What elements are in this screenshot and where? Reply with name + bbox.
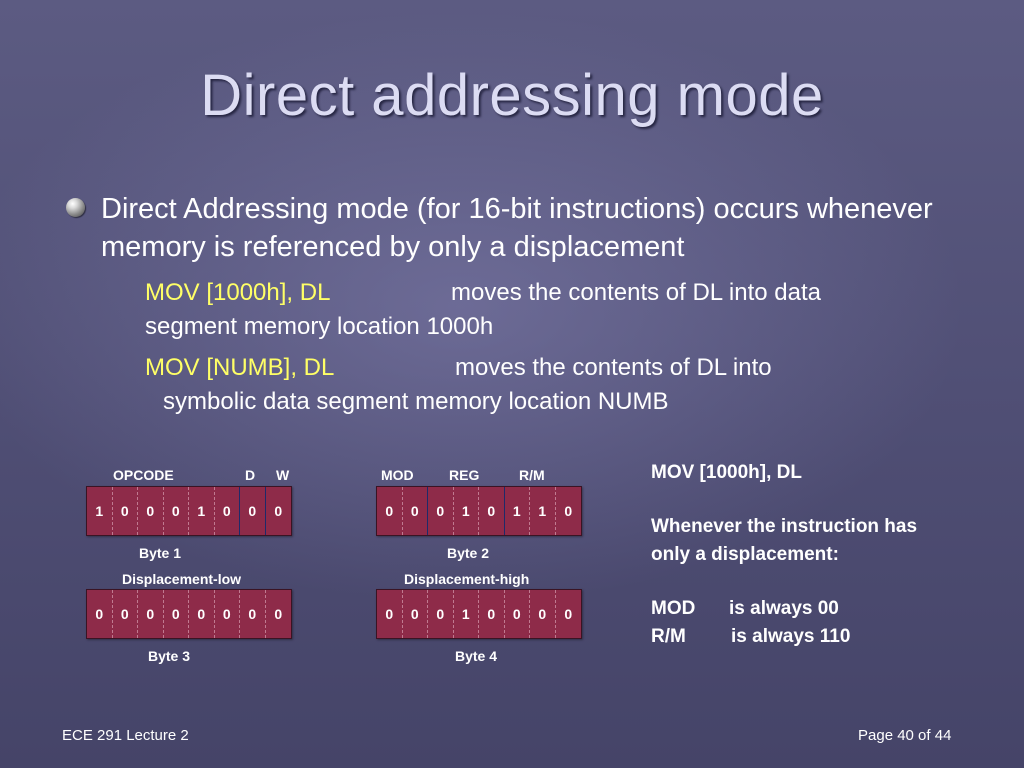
bit-cell: 1 bbox=[454, 590, 479, 638]
bit-cell: 0 bbox=[164, 487, 189, 535]
byte-1-bit-row: 1 0 0 0 1 0 0 0 bbox=[86, 486, 292, 536]
notes-mod-value: is always 00 bbox=[729, 598, 839, 619]
example-1-description: moves the contents of DL into data bbox=[451, 279, 821, 306]
bit-cell: 0 bbox=[113, 590, 138, 638]
bit-cell: 0 bbox=[505, 590, 530, 638]
notes-line-2: only a displacement: bbox=[651, 544, 839, 565]
byte-4-caption: Byte 4 bbox=[455, 648, 498, 664]
example-2-description: moves the contents of DL into bbox=[455, 354, 772, 381]
footer-lecture: ECE 291 Lecture 2 bbox=[62, 727, 189, 744]
byte-3-caption: Byte 3 bbox=[148, 648, 191, 664]
bit-cell: 0 bbox=[377, 590, 403, 638]
footer-page-number: Page 40 of 44 bbox=[858, 727, 952, 744]
bit-cell: 0 bbox=[403, 590, 428, 638]
bit-cell: 0 bbox=[428, 590, 454, 638]
bit-cell: 0 bbox=[377, 487, 403, 535]
bit-cell: 1 bbox=[87, 487, 113, 535]
bit-cell: 0 bbox=[240, 590, 266, 638]
bit-cell: 0 bbox=[530, 590, 556, 638]
bit-cell: 0 bbox=[138, 487, 164, 535]
bit-cell: 1 bbox=[189, 487, 215, 535]
bit-cell: 0 bbox=[564, 503, 573, 519]
bit-cell: 0 bbox=[274, 503, 283, 519]
bit-cell: 0 bbox=[189, 590, 215, 638]
displacement-low-label: Displacement-low bbox=[122, 571, 242, 587]
field-opcode-label: OPCODE bbox=[113, 467, 174, 483]
bit-cell: 0 bbox=[403, 487, 428, 535]
field-rm-label: R/M bbox=[519, 467, 545, 483]
notes-instruction: MOV [1000h], DL bbox=[651, 462, 802, 483]
example-1-instruction: MOV [1000h], DL bbox=[145, 279, 331, 306]
bit-cell: 0 bbox=[215, 487, 240, 535]
bullet-text: Direct Addressing mode (for 16-bit instr… bbox=[101, 193, 933, 263]
notes-mod-label: MOD bbox=[651, 598, 696, 619]
bit-cell: 0 bbox=[138, 590, 164, 638]
notes-rm-value: is always 110 bbox=[731, 626, 851, 647]
byte-1-caption: Byte 1 bbox=[139, 545, 182, 561]
bullet-sphere-icon bbox=[66, 198, 85, 217]
bit-cell: 0 bbox=[564, 606, 573, 622]
bit-cell: 0 bbox=[479, 487, 505, 535]
bit-cell: 0 bbox=[164, 590, 189, 638]
byte-2-caption: Byte 2 bbox=[447, 545, 490, 561]
bit-cell: 0 bbox=[274, 606, 283, 622]
bit-cell: 0 bbox=[479, 590, 505, 638]
bit-cell: 0 bbox=[428, 487, 454, 535]
notes-line-1: Whenever the instruction has bbox=[651, 516, 918, 537]
bit-cell: 0 bbox=[215, 590, 240, 638]
bit-cell: 1 bbox=[530, 487, 556, 535]
bit-cell: 0 bbox=[87, 590, 113, 638]
field-w-label: W bbox=[276, 467, 290, 483]
field-d-label: D bbox=[245, 467, 256, 483]
example-1-continuation: segment memory location 1000h bbox=[145, 313, 494, 340]
bit-cell: 0 bbox=[113, 487, 138, 535]
bit-cell: 1 bbox=[505, 487, 530, 535]
field-mod-label: MOD bbox=[381, 467, 414, 483]
notes-rm-label: R/M bbox=[651, 626, 686, 647]
byte-2-bit-row: 0 0 0 1 0 1 1 0 bbox=[376, 486, 582, 536]
displacement-high-label: Displacement-high bbox=[404, 571, 530, 587]
field-reg-label: REG bbox=[449, 467, 480, 483]
byte-3-bit-row: 0 0 0 0 0 0 0 0 bbox=[86, 589, 292, 639]
slide-title: Direct addressing mode bbox=[200, 63, 824, 128]
byte-4-bit-row: 0 0 0 1 0 0 0 0 bbox=[376, 589, 582, 639]
bit-cell: 0 bbox=[240, 487, 266, 535]
example-2-continuation: symbolic data segment memory location NU… bbox=[163, 388, 669, 415]
example-2-instruction: MOV [NUMB], DL bbox=[145, 354, 335, 381]
bit-cell: 1 bbox=[454, 487, 479, 535]
